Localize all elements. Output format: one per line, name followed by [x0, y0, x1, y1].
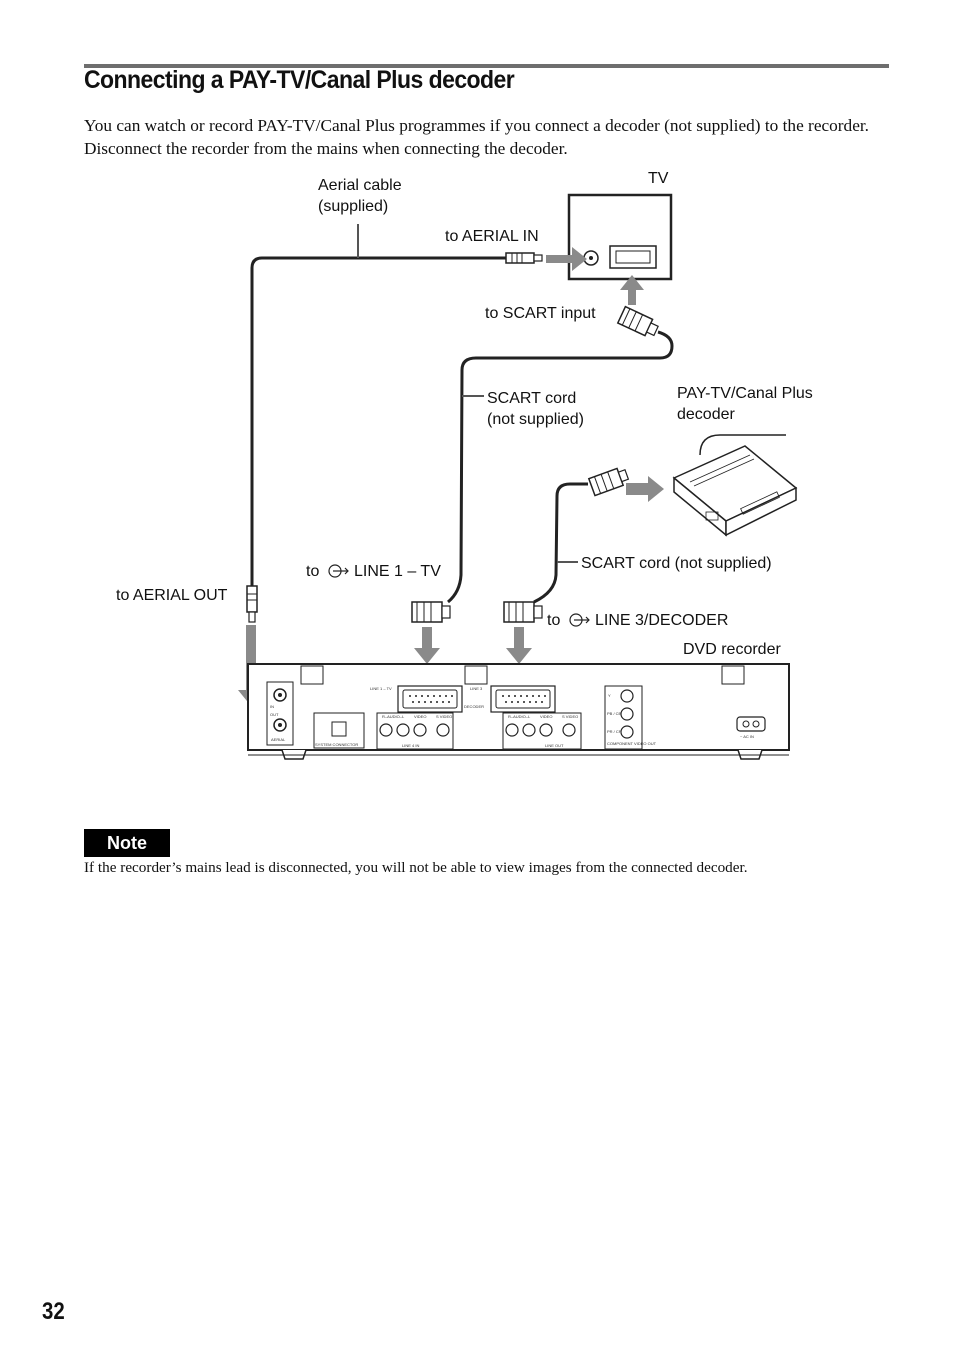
panel-audio-out: R–AUDIO–L	[508, 714, 531, 719]
page-title: Connecting a PAY-TV/Canal Plus decoder	[84, 66, 515, 94]
panel-svideo-out: S VIDEO	[562, 714, 578, 719]
to-line3-prefix: to	[547, 612, 560, 629]
panel-line1-tv: LINE 1 – TV	[370, 686, 392, 691]
to-line1-tv-label: LINE 1 – TV	[354, 563, 441, 580]
panel-video-out: VIDEO	[540, 714, 552, 719]
panel-system-connector: SYSTEM CONNECTOR	[315, 742, 358, 747]
panel-video-in: VIDEO	[414, 714, 426, 719]
aerial-cable	[246, 224, 543, 623]
note-badge: Note	[84, 829, 170, 857]
panel-pr: PR / CR	[607, 729, 622, 734]
tv-label: TV	[648, 170, 669, 187]
scart-arrow-icon	[569, 613, 590, 627]
scart-cord-tv	[411, 305, 674, 623]
panel-aerial: AERIAL	[271, 737, 286, 742]
panel-decoder: DECODER	[464, 704, 484, 709]
scart-cord-decoder-label: SCART cord (not supplied)	[581, 555, 772, 572]
dvd-recorder-label: DVD recorder	[683, 641, 781, 658]
dvd-recorder-panel: IN OUT AERIAL SYSTEM CONNECTOR LINE 1 – …	[247, 663, 790, 760]
panel-line4-in: LINE 4 IN	[402, 743, 419, 748]
scart-cord-not-supplied-label: (not supplied)	[487, 411, 584, 428]
page-number: 32	[42, 1298, 65, 1325]
panel-pb: PB / CB	[607, 711, 622, 716]
aerial-cable-label: Aerial cable	[318, 177, 402, 194]
scart-cord-decoder	[503, 467, 630, 623]
note-text: If the recorder’s mains lead is disconne…	[84, 859, 748, 876]
decoder-label-line1: PAY-TV/Canal Plus	[677, 385, 813, 402]
panel-line3: LINE 3	[470, 686, 483, 691]
panel-line-out: LINE OUT	[545, 743, 564, 748]
to-line1-prefix: to	[306, 563, 319, 580]
panel-out: OUT	[270, 712, 279, 717]
to-line3-decoder-label: LINE 3/DECODER	[595, 612, 728, 629]
heading-rule	[84, 64, 889, 68]
to-scart-input-label: to SCART input	[485, 305, 596, 322]
panel-in: IN	[270, 704, 274, 709]
panel-component: COMPONENT VIDEO OUT	[607, 741, 657, 746]
aerial-cable-supplied-label: (supplied)	[318, 198, 388, 215]
connection-diagram: IN OUT AERIAL SYSTEM CONNECTOR LINE 1 – …	[116, 170, 813, 760]
panel-audio-in: R–AUDIO–L	[382, 714, 405, 719]
to-aerial-out-label: to AERIAL OUT	[116, 587, 228, 604]
tv-illustration	[567, 193, 673, 281]
decoder-illustration	[672, 434, 798, 537]
scart-arrow-icon	[328, 564, 349, 578]
panel-y: Y	[608, 693, 611, 698]
to-aerial-in-label: to AERIAL IN	[445, 228, 539, 245]
panel-svideo-in: S VIDEO	[436, 714, 452, 719]
intro-paragraph: You can watch or record PAY-TV/Canal Plu…	[84, 116, 869, 158]
scart-cord-label: SCART cord	[487, 390, 576, 407]
panel-ac-in: ~ AC IN	[740, 734, 754, 739]
decoder-label-line2: decoder	[677, 406, 735, 423]
